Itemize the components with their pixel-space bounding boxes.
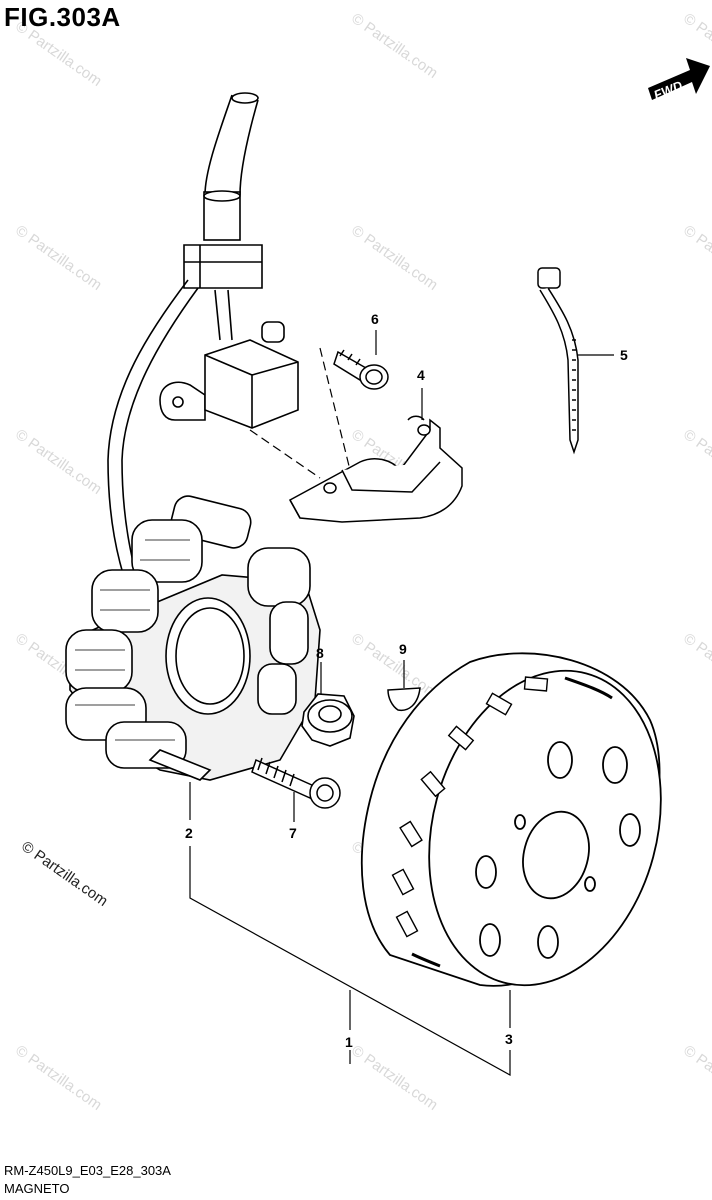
figure-title: FIG.303A [4, 2, 121, 32]
callout-8: 8 [316, 645, 324, 661]
bolt-7 [251, 757, 341, 809]
cable-tie-5 [537, 267, 579, 455]
nut-8 [301, 693, 355, 747]
fwd-label: FWD [652, 78, 686, 103]
callout-7: 7 [289, 825, 297, 841]
callout-5: 5 [620, 347, 628, 363]
lead-wire [107, 92, 263, 591]
callout-3: 3 [505, 1031, 513, 1047]
screw-6 [333, 349, 389, 390]
footer-code: RM-Z450L9_E03_E28_303A [4, 1163, 171, 1178]
fwd-arrow-icon: FWD [648, 58, 710, 103]
callout-6: 6 [371, 311, 379, 327]
callout-2: 2 [185, 825, 193, 841]
stator-2 [65, 495, 321, 781]
rotor-3 [360, 652, 662, 987]
callout-1: 1 [345, 1034, 353, 1050]
leader-lines [189, 330, 614, 1077]
callout-4: 4 [417, 367, 425, 383]
pickup-coil [159, 321, 299, 429]
footer-section: MAGNETO [4, 1181, 70, 1196]
key-9 [387, 687, 421, 712]
callout-9: 9 [399, 641, 407, 657]
bracket-4 [288, 415, 463, 523]
